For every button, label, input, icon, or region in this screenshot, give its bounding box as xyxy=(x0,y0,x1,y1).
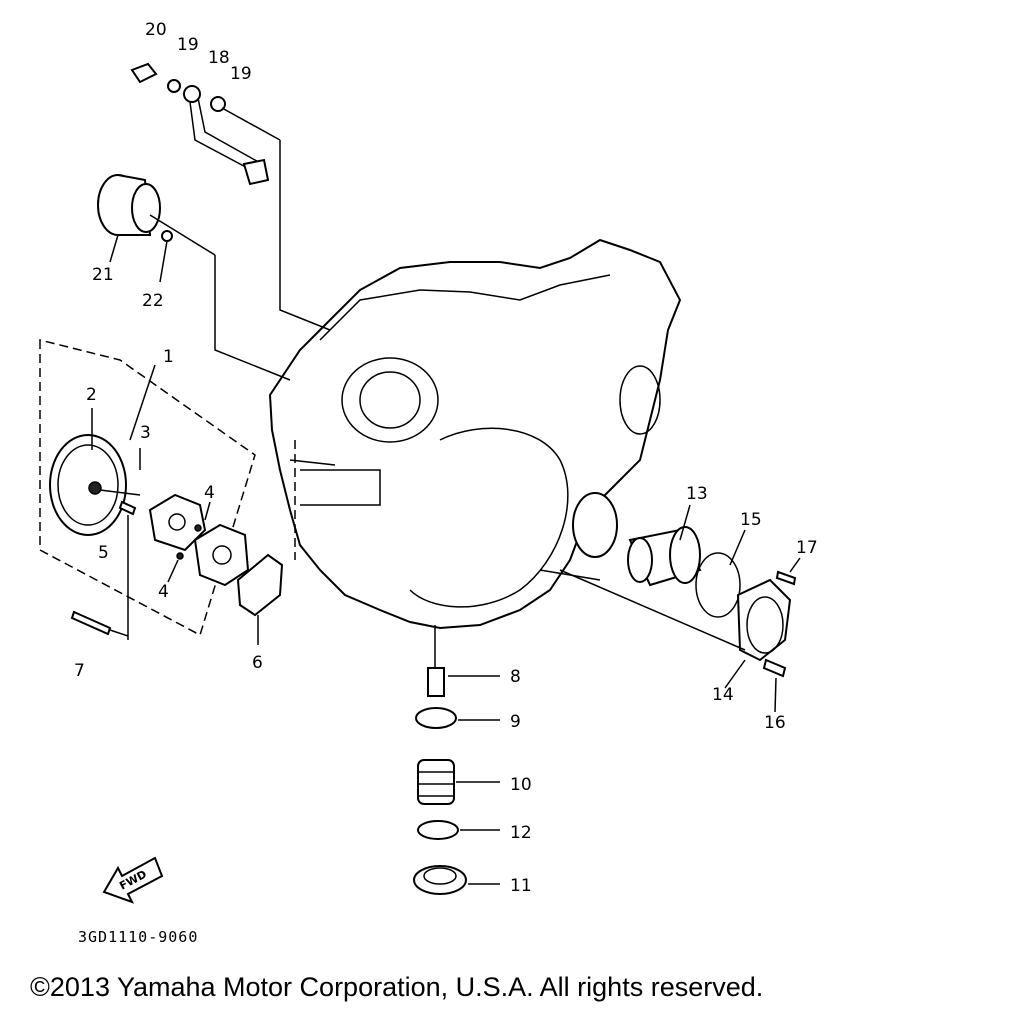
callout-7: 7 xyxy=(74,661,85,681)
callout-4b: 4 xyxy=(158,582,169,602)
callout-1: 1 xyxy=(163,347,174,367)
callout-6: 6 xyxy=(252,653,263,673)
callout-9: 9 xyxy=(510,712,521,732)
oil-pump-assembly-outline xyxy=(39,339,256,637)
callout-2: 2 xyxy=(86,385,97,405)
callout-labels: 1 2 3 4 4 5 6 7 8 9 10 11 12 13 14 15 16… xyxy=(74,20,818,896)
pump-gasket xyxy=(236,553,284,617)
callout-14: 14 xyxy=(712,685,734,705)
callout-20: 20 xyxy=(145,20,167,40)
oil-pump-gear xyxy=(49,434,127,536)
crankcase xyxy=(268,238,682,630)
callout-19b: 19 xyxy=(230,64,252,84)
callout-16: 16 xyxy=(764,713,786,733)
drawing-code: 3GD1110-9060 xyxy=(78,928,199,946)
callout-12: 12 xyxy=(510,823,532,843)
callout-3: 3 xyxy=(140,423,151,443)
callout-11: 11 xyxy=(510,876,532,896)
oil-delivery-pipe xyxy=(130,62,270,186)
oil-strainer-cover xyxy=(97,174,173,242)
callout-18: 18 xyxy=(208,48,230,68)
callout-21: 21 xyxy=(92,265,114,285)
callout-8: 8 xyxy=(510,667,521,687)
callout-5: 5 xyxy=(98,543,109,563)
drain-plug-stack xyxy=(413,667,467,895)
copyright-notice: ©2013 Yamaha Motor Corporation, U.S.A. A… xyxy=(30,972,764,1002)
callout-13: 13 xyxy=(686,484,708,504)
callout-17: 17 xyxy=(796,538,818,558)
callout-10: 10 xyxy=(510,775,532,795)
callout-22: 22 xyxy=(142,291,164,311)
oil-pump-body xyxy=(148,493,250,587)
callout-19a: 19 xyxy=(177,35,199,55)
forward-arrow-icon: FWD xyxy=(102,856,164,904)
callout-4a: 4 xyxy=(204,483,215,503)
callout-15: 15 xyxy=(740,510,762,530)
oil-filter-assembly xyxy=(572,492,797,678)
